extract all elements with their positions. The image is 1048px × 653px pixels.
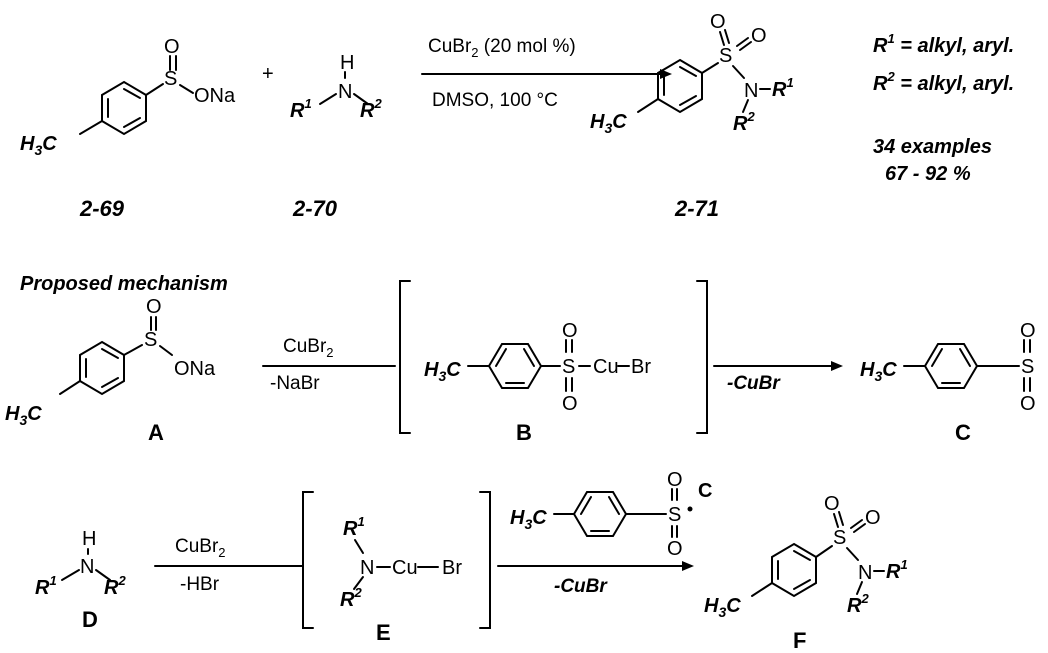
r1-substituent: R1 [772, 75, 794, 101]
reagent-top: CuBr2 [283, 336, 334, 360]
hydrogen-atom: H [340, 52, 354, 74]
compound-label-2-70: 2-70 [292, 196, 338, 221]
sodium-oxide-group: ONa [174, 358, 216, 380]
left-bracket [302, 491, 314, 629]
plus-sign: + [262, 63, 274, 85]
r2-substituent: R2 [104, 573, 126, 599]
nitrogen-atom: N [858, 562, 872, 584]
methyl-group: H3C [704, 595, 741, 620]
compound-2-69: O S ONa H3C 2-69 [20, 36, 236, 221]
methyl-group: H3C [5, 403, 42, 428]
sulfur-atom: S [833, 527, 846, 549]
r1-substituent: R1 [343, 514, 365, 540]
copper-atom: Cu [392, 557, 418, 579]
compound-label-2-71: 2-71 [674, 196, 719, 221]
r2-substituent: R2 [360, 96, 382, 122]
r1-scope: R1 = alkyl, aryl. [873, 31, 1014, 57]
mechanism-title: Proposed mechanism [20, 273, 228, 295]
oxygen-atom: O [1020, 320, 1036, 342]
byproduct-label: -CuBr [554, 576, 608, 597]
compound-label-B: B [516, 420, 532, 445]
right-bracket [696, 280, 708, 434]
sulfur-atom: S [562, 356, 575, 378]
bromine-atom: Br [631, 356, 651, 378]
oxygen-atom: O [667, 469, 683, 491]
compound-label-A: A [148, 420, 164, 445]
examples-count: 34 examples [873, 136, 992, 158]
reagent-top: CuBr2 [175, 536, 226, 560]
compound-label-E: E [376, 620, 391, 645]
r1-substituent: R1 [35, 573, 57, 599]
compound-E: R1 N R2 Cu Br E [340, 514, 462, 645]
bromine-atom: Br [442, 557, 462, 579]
sulfur-atom: S [144, 329, 157, 351]
scope-summary: R1 = alkyl, aryl. R2 = alkyl, aryl. 34 e… [873, 31, 1014, 185]
compound-A: O S ONa H3C A [5, 296, 216, 445]
compound-label-F: F [793, 628, 806, 653]
nitrogen-atom: N [80, 556, 94, 578]
methyl-group: H3C [20, 133, 57, 158]
right-bracket [479, 491, 491, 629]
reaction-conditions-bottom: DMSO, 100 °C [432, 90, 558, 111]
compound-label-C: C [955, 420, 971, 445]
oxygen-atom: O [865, 507, 881, 529]
oxygen-atom: O [667, 538, 683, 560]
r2-substituent: R2 [847, 591, 869, 617]
r2-scope: R2 = alkyl, aryl. [873, 69, 1014, 95]
hydrogen-atom: H [82, 528, 96, 550]
methyl-group: H3C [860, 359, 897, 384]
byproduct-label: -CuBr [727, 373, 781, 394]
compound-D: H N R1 R2 D [35, 528, 126, 632]
r2-substituent: R2 [733, 109, 755, 135]
nitrogen-atom: N [338, 81, 352, 103]
sulfur-atom: S [164, 68, 177, 90]
methyl-group: H3C [510, 507, 547, 532]
compound-F: S O O N R1 R2 H3C F [704, 493, 908, 653]
compound-label-2-69: 2-69 [79, 196, 125, 221]
left-bracket [399, 280, 411, 434]
sulfur-atom: S [719, 45, 732, 67]
compound-2-70: H N R1 R2 2-70 [290, 52, 382, 221]
oxygen-atom: O [146, 296, 162, 318]
oxygen-atom: O [824, 493, 840, 515]
compound-label-D: D [82, 607, 98, 632]
nitrogen-atom: N [744, 80, 758, 102]
reaction-conditions-top: CuBr2 (20 mol %) [428, 36, 576, 60]
r1-substituent: R1 [290, 96, 312, 122]
oxygen-atom: O [562, 320, 578, 342]
yield-range: 67 - 92 % [885, 163, 971, 185]
step-arrow-1: CuBr2 -NaBr [262, 336, 396, 394]
step-arrow-3: CuBr2 -HBr [154, 536, 304, 595]
oxygen-atom: O [164, 36, 180, 58]
oxygen-atom: O [562, 393, 578, 415]
sulfur-atom: S [1021, 356, 1034, 378]
oxygen-atom: O [751, 25, 767, 47]
r2-substituent: R2 [340, 585, 362, 611]
sulfur-atom: S [668, 504, 681, 526]
radical-dot [687, 506, 693, 512]
compound-2-71: S O O N R1 R2 H3C 2-71 [590, 11, 794, 221]
step-arrow-4: -CuBr H3C S O O C [497, 469, 712, 597]
compound-B: H3C S O O Cu Br B [424, 320, 651, 445]
methyl-group: H3C [424, 359, 461, 384]
nitrogen-atom: N [360, 557, 374, 579]
oxygen-atom: O [1020, 393, 1036, 415]
r1-substituent: R1 [886, 557, 908, 583]
oxygen-atom: O [710, 11, 726, 33]
reagent-bottom: -NaBr [270, 373, 320, 394]
reagent-label: C [698, 480, 712, 502]
methyl-group: H3C [590, 111, 627, 136]
compound-C: H3C S O O C [860, 320, 1036, 445]
step-arrow-2: -CuBr [713, 361, 843, 394]
copper-atom: Cu [593, 356, 619, 378]
reaction-arrow: CuBr2 (20 mol %) DMSO, 100 °C [421, 36, 672, 111]
reagent-bottom: -HBr [180, 574, 220, 595]
sodium-oxide-group: ONa [194, 85, 236, 107]
